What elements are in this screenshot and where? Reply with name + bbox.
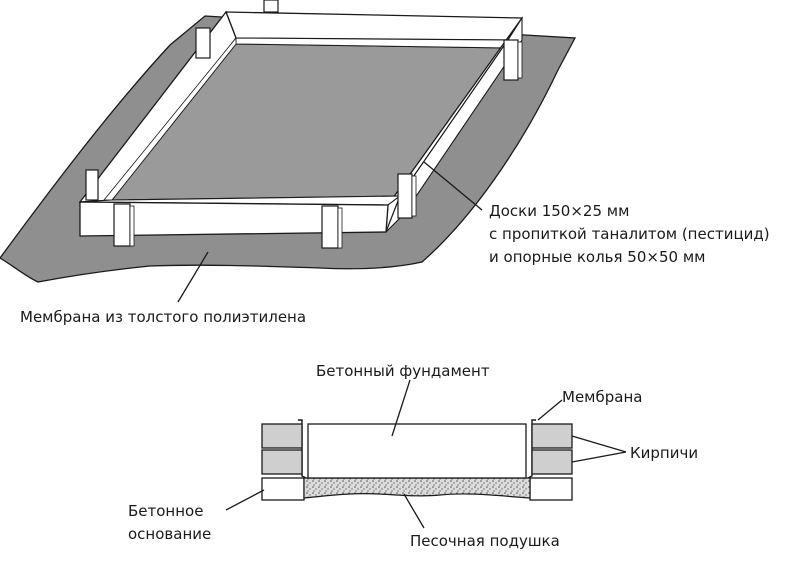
concrete-base-label-line-2: основание (128, 525, 211, 543)
concrete-foundation-label: Бетонный фундамент (316, 362, 490, 380)
leader-bricks-1 (571, 435, 627, 453)
concrete-base-label-line-1: Бетонное (128, 502, 203, 520)
stake (321, 205, 343, 249)
concrete-base-block-left (261, 477, 305, 501)
leader-concrete-base (225, 489, 265, 511)
stake (263, 0, 279, 13)
leader-membrane (537, 399, 563, 421)
leader-foundation (391, 379, 411, 437)
boards-label-line-2: с пропиткой таналитом (пестицид) (489, 225, 770, 243)
stake (397, 173, 417, 219)
back-board (225, 11, 524, 41)
stake (85, 169, 99, 201)
cross-section (225, 379, 627, 529)
brick-left-lower (261, 449, 303, 475)
stake (503, 39, 523, 81)
front-board-face (79, 201, 389, 237)
boards-label-line-1: Доски 150×25 мм (489, 202, 629, 220)
sand-cushion-label: Песочная подушка (410, 532, 560, 550)
concrete-foundation (307, 423, 527, 479)
brick-right-lower (531, 449, 573, 475)
bricks-label: Кирпичи (630, 444, 698, 462)
stake (113, 203, 135, 247)
brick-right-upper (531, 423, 573, 449)
leader-bricks-2 (571, 451, 627, 463)
membrane-label: Мембрана (562, 388, 642, 406)
stake (195, 27, 211, 59)
boards-label-line-3: и опорные колья 50×50 мм (489, 248, 705, 266)
leader-sand (403, 493, 425, 529)
leader-membrane-top (177, 251, 209, 303)
brick-left-upper (261, 423, 303, 449)
membrane-top-label: Мембрана из толстого полиэтилена (20, 308, 306, 326)
sand-cushion (303, 477, 531, 499)
concrete-base-block-right (529, 477, 573, 501)
isometric-formwork (0, 0, 577, 303)
leader-boards (423, 161, 483, 211)
